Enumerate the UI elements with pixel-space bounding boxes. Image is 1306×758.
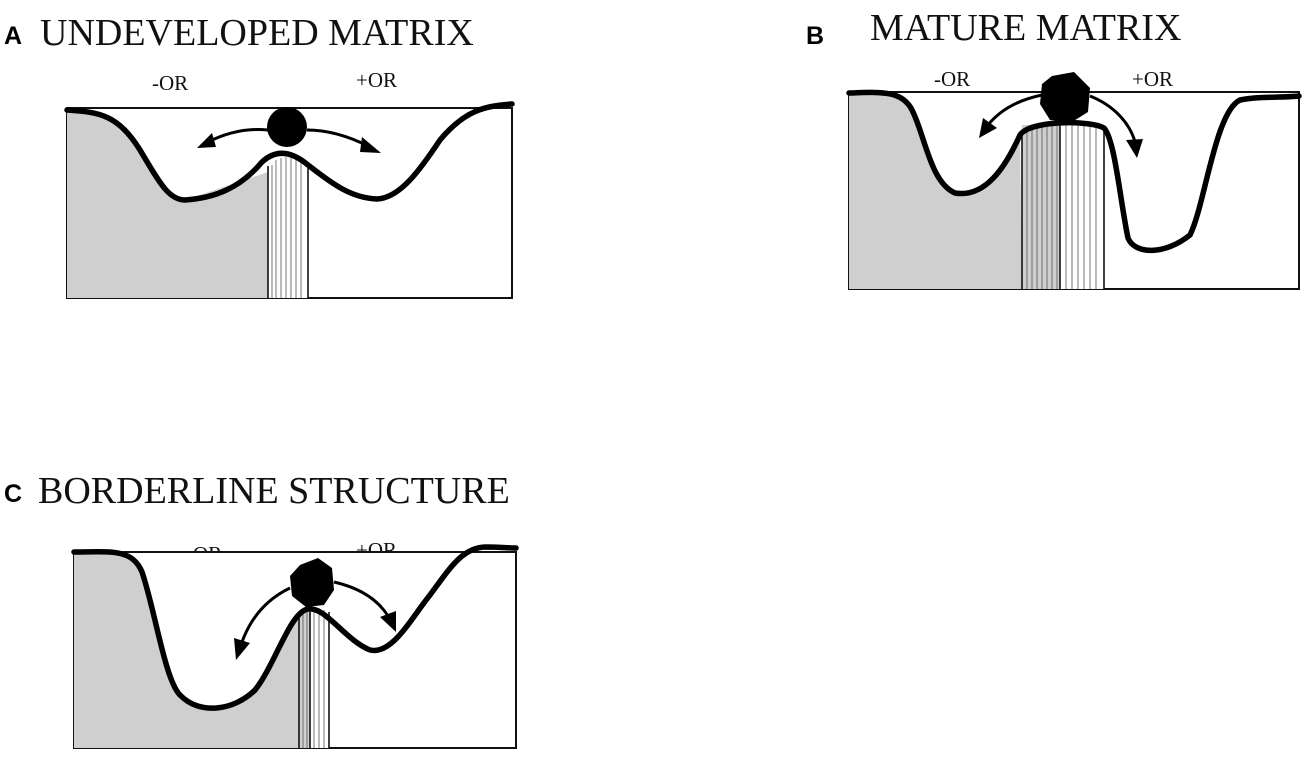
panel-b-letter: B [806,22,824,50]
panel-a-right-arrow [306,128,381,153]
panel-a: A UNDEVELOPED MATRIX -OR +OR [4,12,515,299]
panel-b-pillar [1021,122,1105,289]
panel-b-energy-curve [846,89,1302,254]
panel-b-right-arrow [1089,94,1143,158]
panel-c-pillar [298,608,330,748]
panel-a-energy-curve [64,101,515,203]
panel-c-energy-curve [71,544,519,711]
panel-c-right-arrow [333,580,396,632]
panel-b-plus-or-label: +OR [1132,67,1173,91]
panel-a-minus-or-label: -OR [152,71,188,95]
panel-a-letter: A [4,22,22,50]
panel-b-ball [1040,72,1090,122]
panel-b-left-arrow [979,93,1043,138]
panel-b-title: MATURE MATRIX [870,7,1181,49]
panel-a-plus-or-label: +OR [356,68,397,92]
panel-a-pillar [267,157,309,298]
panel-a-title: UNDEVELOPED MATRIX [40,12,474,54]
panel-c: C BORDERLINE STRUCTURE -OR +OR [4,470,519,749]
panel-c-letter: C [4,480,22,508]
panel-a-left-arrow [197,128,269,148]
panel-c-ball [290,558,334,607]
panel-b-negative-region [849,92,1022,289]
panel-b: B MATURE MATRIX -OR +OR [806,7,1302,290]
panel-a-ball [267,107,307,147]
panel-c-title: BORDERLINE STRUCTURE [38,470,510,512]
panel-c-negative-region [74,551,300,748]
panel-a-negative-region [67,110,268,298]
panel-c-left-arrow [234,586,291,660]
panel-b-minus-or-label: -OR [934,67,970,91]
